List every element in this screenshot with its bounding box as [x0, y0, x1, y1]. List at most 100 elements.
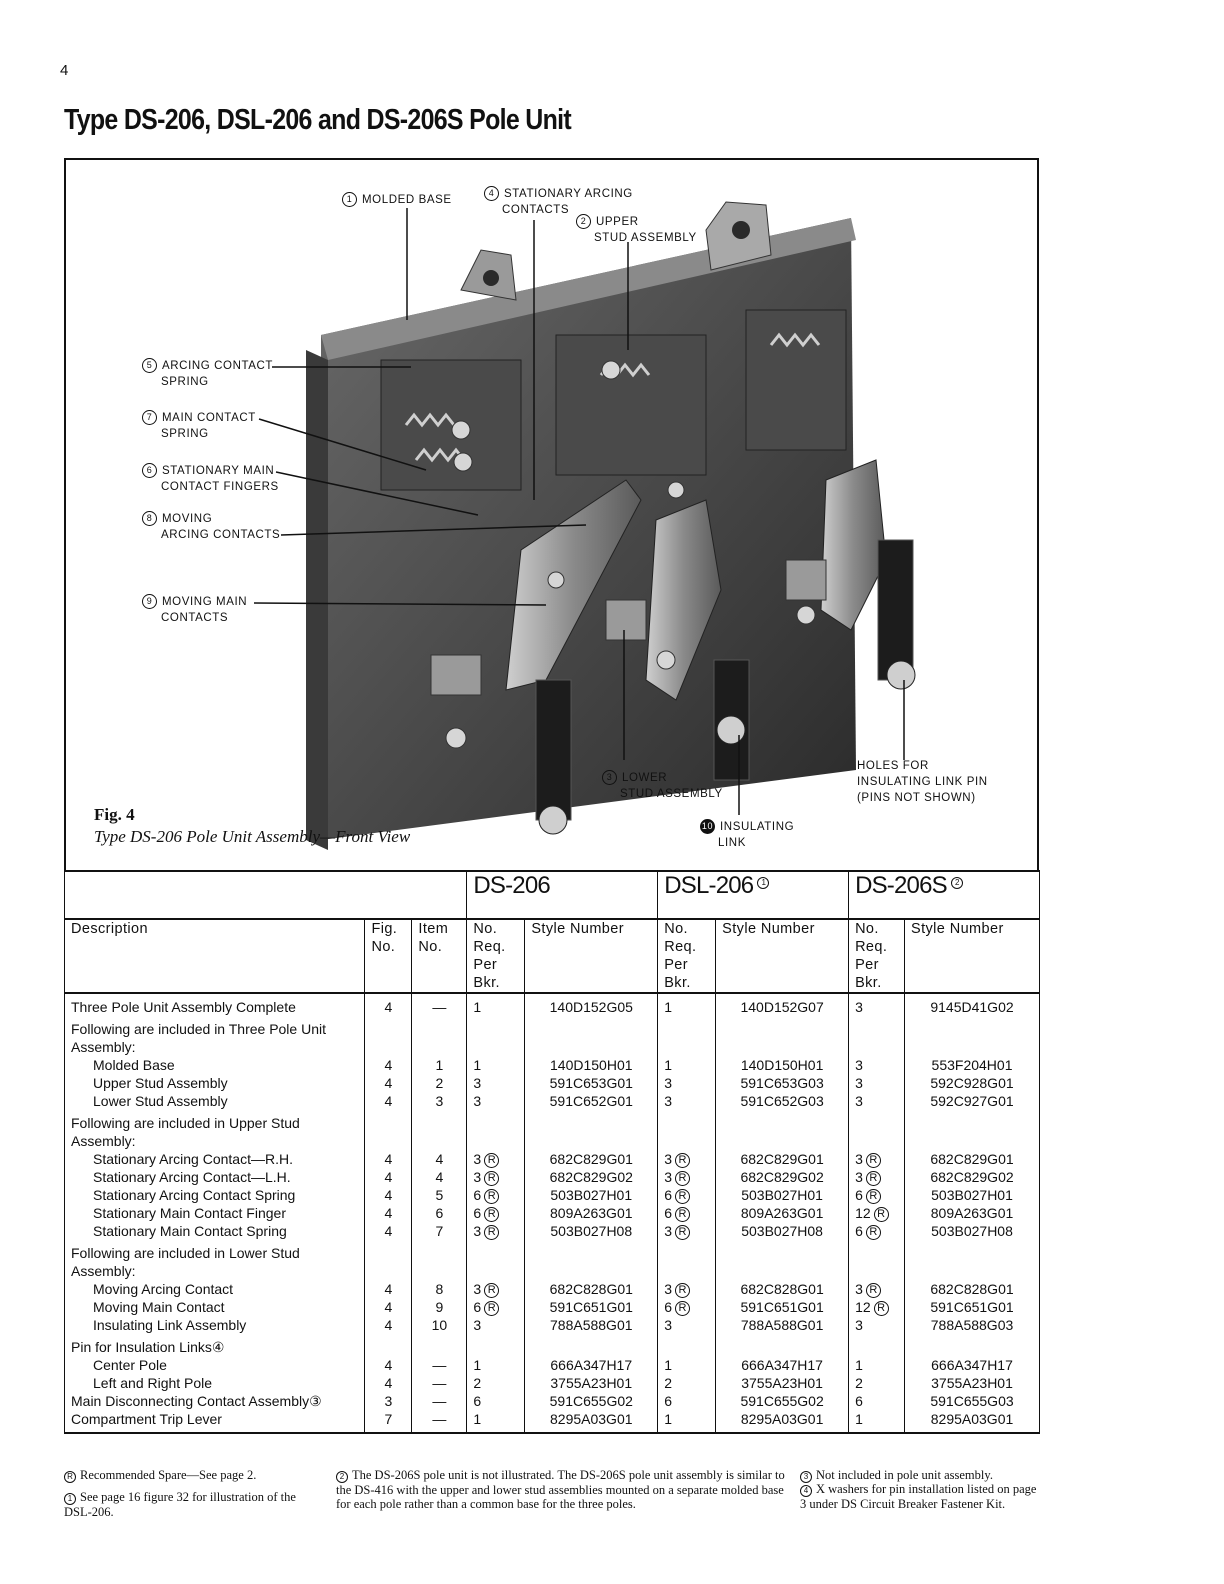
cell-b-style: 3755A23H01: [741, 1375, 823, 1391]
cell-c-style: 3755A23H01: [931, 1375, 1013, 1391]
cell-desc: Following are included in Lower Stud Ass…: [71, 1245, 300, 1279]
recommended-spare-icon: R: [865, 1283, 881, 1298]
figure-label: Fig. 4: [94, 805, 135, 824]
cell-desc: Stationary Arcing Contact—R.H.: [93, 1151, 293, 1167]
cell-c-req: 6: [855, 1393, 863, 1409]
cell-c-req: 3: [855, 1093, 863, 1109]
recommended-spare-icon: R: [484, 1171, 500, 1186]
cell-c-req: 1: [855, 1357, 863, 1373]
cell-a-req: 3: [473, 1317, 482, 1333]
cell-a-style: 666A347H17: [550, 1357, 633, 1373]
col-fig: Fig. No.: [364, 919, 413, 994]
col-style-dsl206: Style Number: [715, 919, 850, 994]
col-description: Description: [63, 919, 366, 994]
recommended-spare-icon: R: [675, 1207, 691, 1222]
cell-b-req: 3: [664, 1093, 673, 1109]
cell-b-style: 140D152G07: [740, 999, 824, 1015]
cell-a-style: 682C828G01: [549, 1281, 633, 1297]
cell-b-req: 3: [664, 1317, 673, 1333]
cell-fig: 4: [384, 1299, 393, 1315]
recommended-spare-icon: R: [873, 1301, 889, 1316]
cell-a-style: 140D152G05: [549, 999, 633, 1015]
cell-fig: 4: [384, 1223, 393, 1239]
cell-desc: Stationary Arcing Contact—L.H.: [93, 1169, 291, 1185]
cell-desc: Stationary Main Contact Finger: [93, 1205, 286, 1221]
cell-c-style: 9145D41G02: [930, 999, 1014, 1015]
cell-desc: Molded Base: [93, 1057, 175, 1073]
cell-b-req: 3: [664, 1223, 673, 1239]
cell-c-req: 12: [855, 1299, 871, 1315]
cell-desc: Three Pole Unit Assembly Complete: [71, 999, 296, 1015]
cell-c-req: 3: [855, 999, 863, 1015]
cell-fig: 4: [384, 1169, 393, 1185]
cell-b-req: 6: [664, 1299, 673, 1315]
cell-b-style: 809A263G01: [740, 1205, 824, 1221]
cell-b-style: 591C651G01: [740, 1299, 824, 1315]
cell-c-style: 666A347H17: [931, 1357, 1013, 1373]
cell-desc: Upper Stud Assembly: [93, 1075, 228, 1091]
cell-c-style: 682C828G01: [930, 1281, 1014, 1297]
cell-c-req: 3: [855, 1317, 863, 1333]
recommended-spare-icon: R: [675, 1225, 691, 1240]
figure-caption: Fig. 4 Type DS-206 Pole Unit Assembly—Fr…: [94, 805, 410, 847]
recommended-spare-icon: R: [484, 1283, 500, 1298]
cell-a-style: 591C655G02: [549, 1393, 633, 1409]
recommended-spare-icon: R: [865, 1189, 881, 1204]
cell-b-style: 682C828G01: [740, 1281, 824, 1297]
cell-fig: 4: [384, 1317, 393, 1333]
recommended-spare-icon: R: [865, 1153, 881, 1168]
cell-item: 9: [435, 1299, 444, 1315]
cell-a-style: 591C651G01: [549, 1299, 633, 1315]
cell-c-style: 553F204H01: [931, 1057, 1013, 1073]
cell-desc: Compartment Trip Lever: [71, 1411, 222, 1427]
cell-desc: Main Disconnecting Contact Assembly③: [71, 1393, 322, 1409]
cell-b-req: 6: [664, 1205, 673, 1221]
cell-c-req: 3: [855, 1057, 863, 1073]
recommended-spare-icon: R: [865, 1171, 881, 1186]
cell-fig: 4: [384, 1357, 393, 1373]
recommended-spare-icon: R: [675, 1153, 691, 1168]
cell-a-req: 3: [473, 1223, 482, 1239]
cell-b-style: 140D150H01: [740, 1057, 824, 1073]
cell-fig: 4: [384, 1093, 393, 1109]
col-style-ds206s: Style Number: [904, 919, 1040, 994]
cell-desc: Following are included in Upper Stud Ass…: [71, 1115, 300, 1149]
cell-c-style: 592C928G01: [930, 1075, 1014, 1091]
cell-a-req: 6: [473, 1299, 482, 1315]
cell-a-req: 6: [473, 1187, 482, 1203]
cell-item: 10: [431, 1317, 448, 1333]
cell-desc: Moving Main Contact: [93, 1299, 225, 1315]
cell-c-req: 1: [855, 1411, 863, 1427]
page-title: Type DS-206, DSL-206 and DS-206S Pole Un…: [64, 104, 572, 136]
cell-b-style: 503B027H08: [741, 1223, 823, 1239]
cell-a-style: 682C829G01: [549, 1151, 633, 1167]
cell-desc: Stationary Arcing Contact Spring: [93, 1187, 296, 1203]
cell-desc: Lower Stud Assembly: [93, 1093, 228, 1109]
cell-desc: Insulating Link Assembly: [93, 1317, 247, 1333]
cell-b-style: 591C653G03: [740, 1075, 824, 1091]
cell-a-req: 3: [473, 1169, 482, 1185]
cell-b-style: 503B027H01: [741, 1187, 823, 1203]
cell-b-style: 682C829G02: [740, 1169, 824, 1185]
cell-c-req: 12: [855, 1205, 871, 1221]
cell-b-style: 666A347H17: [741, 1357, 823, 1373]
cell-a-style: 591C652G01: [549, 1093, 633, 1109]
recommended-spare-icon: R: [484, 1153, 500, 1168]
cell-item: 5: [435, 1187, 444, 1203]
